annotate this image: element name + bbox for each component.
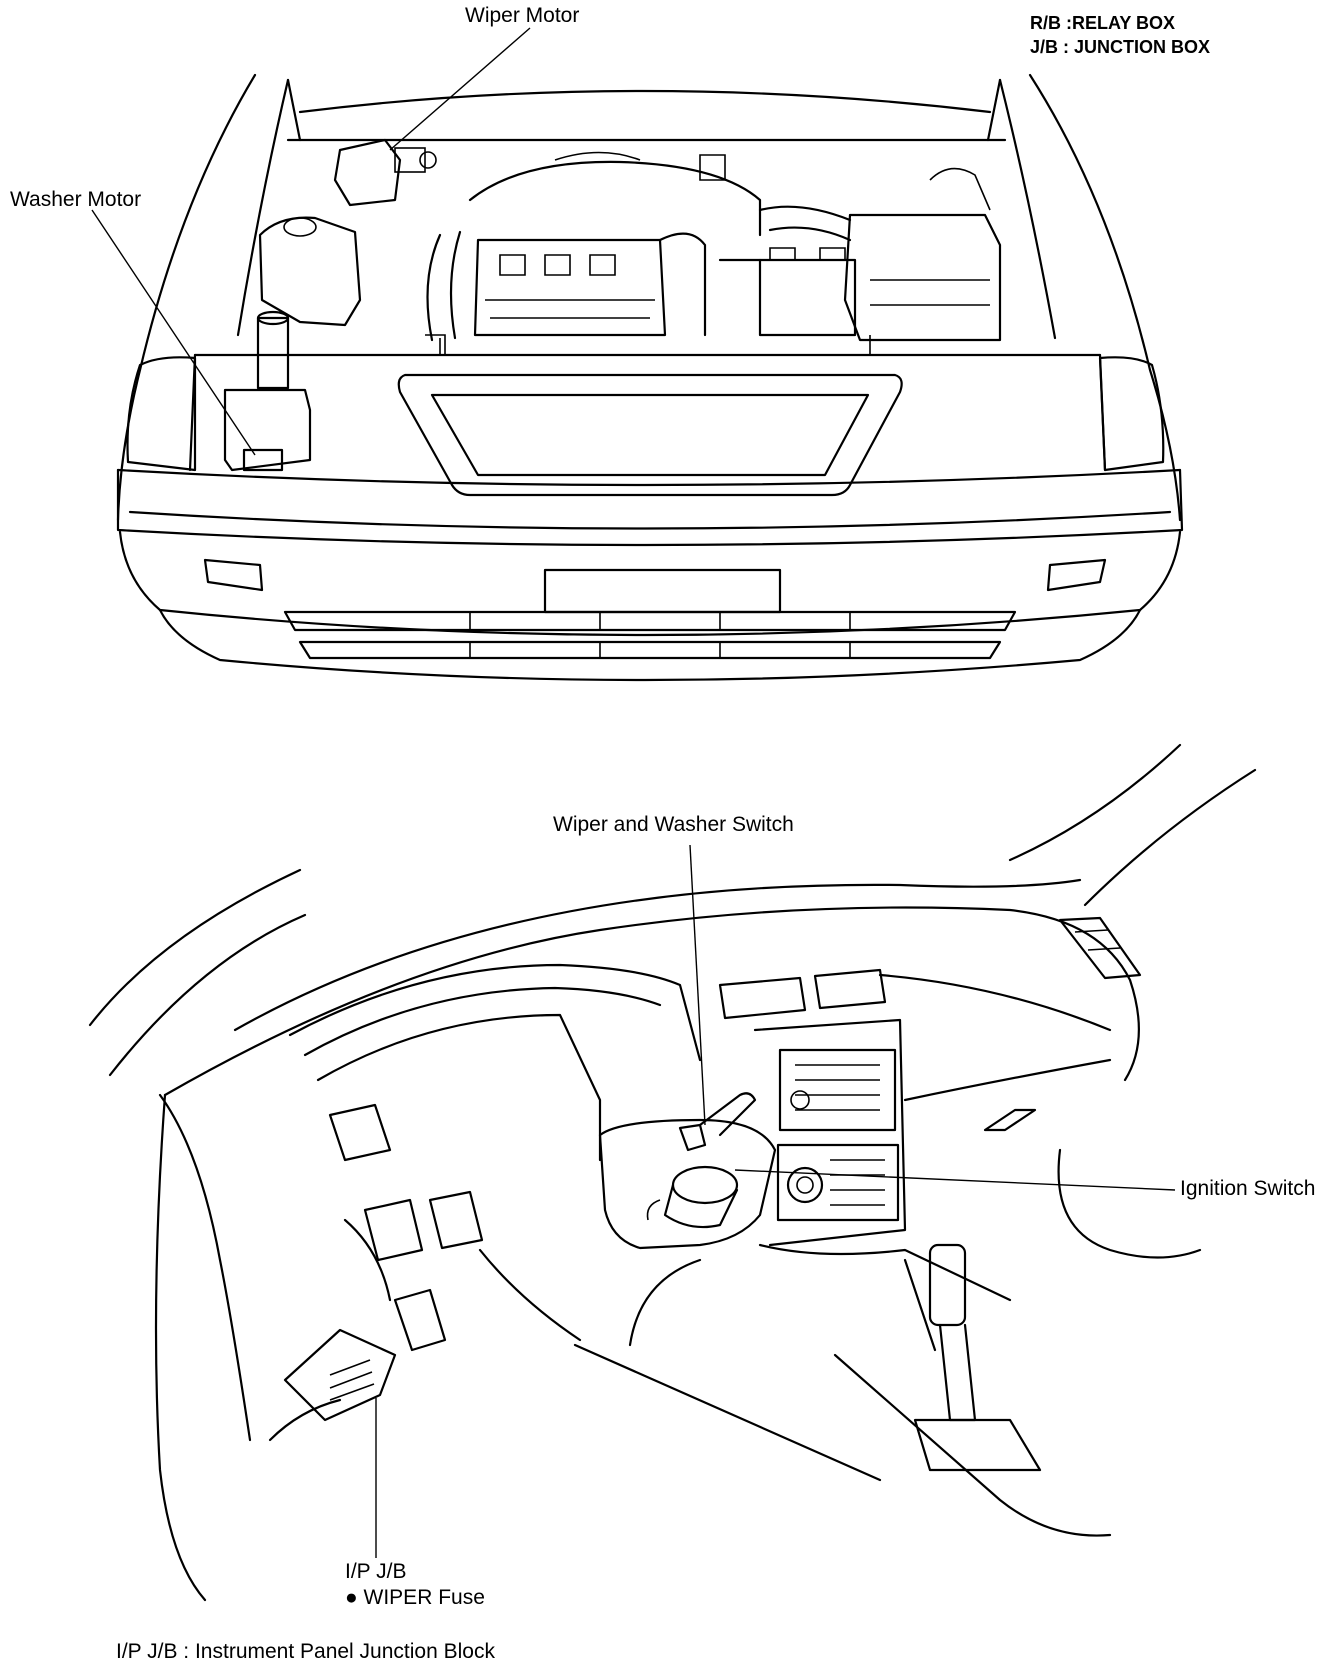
- leader-ignition-switch: [734, 1169, 1176, 1191]
- label-wiper-motor: Wiper Motor: [465, 4, 580, 27]
- leader-wiper-washer-switch: [689, 844, 706, 1126]
- footnote: I/P J/B : Instrument Panel Junction Bloc…: [116, 1640, 495, 1663]
- label-wiper-washer-switch: Wiper and Washer Switch: [553, 813, 794, 836]
- label-ip-jb: I/P J/B: [345, 1560, 407, 1583]
- engine-compartment-drawing: [116, 73, 1184, 682]
- leader-wiper-motor: [389, 27, 531, 151]
- label-washer-motor: Washer Motor: [10, 188, 142, 211]
- label-wiper-fuse: ● WIPER Fuse: [345, 1586, 485, 1609]
- legend-relay-box: R/B :RELAY BOX: [1030, 13, 1176, 33]
- label-ignition-switch: Ignition Switch: [1180, 1177, 1316, 1200]
- leader-washer-motor: [91, 209, 256, 456]
- leader-lines: [91, 27, 1176, 1558]
- legend-junction-box: J/B : JUNCTION BOX: [1030, 37, 1211, 57]
- instrument-panel-drawing: [88, 743, 1257, 1602]
